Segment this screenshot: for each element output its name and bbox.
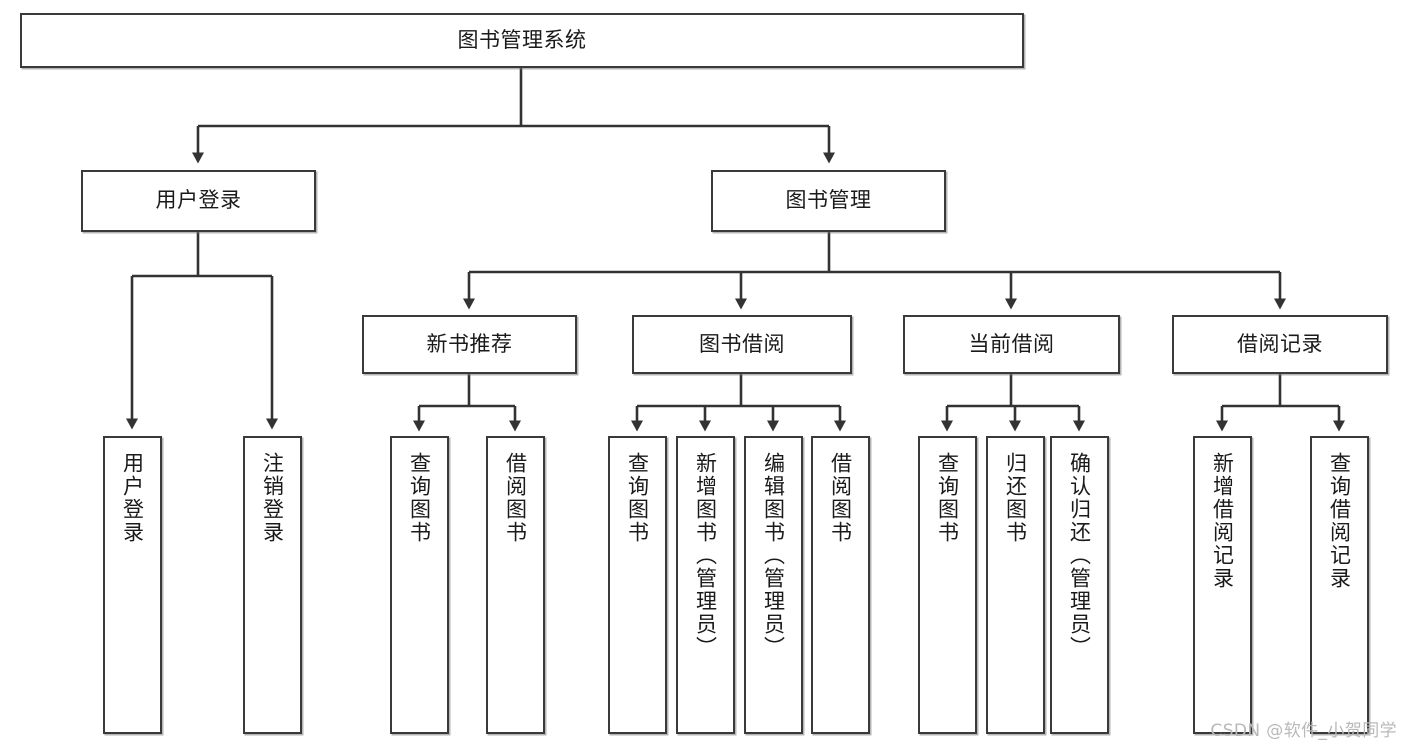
node-new-book-recommend-label: 新书推荐 xyxy=(426,331,513,356)
node-new-book-recommend[interactable]: 新书推荐 xyxy=(362,315,577,374)
node-book-manage[interactable]: 图书管理 xyxy=(711,170,946,232)
node-leaf-borrow-book-2[interactable]: 借阅图书 xyxy=(811,436,870,734)
node-book-borrow-label: 图书借阅 xyxy=(699,331,785,356)
node-book-borrow[interactable]: 图书借阅 xyxy=(632,315,852,374)
node-leaf-add-record-label: 新增借阅记录 xyxy=(1210,452,1235,590)
node-leaf-edit-book[interactable]: 编辑图书（管理员） xyxy=(744,436,803,734)
node-leaf-add-book-label: 新增图书（管理员） xyxy=(693,452,718,659)
node-leaf-borrow-book-2-label: 借阅图书 xyxy=(828,452,853,544)
node-user-login-label: 用户登录 xyxy=(155,188,242,213)
node-leaf-confirm-return-label: 确认归还（管理员） xyxy=(1067,452,1092,659)
node-leaf-add-record[interactable]: 新增借阅记录 xyxy=(1193,436,1252,734)
node-root-label: 图书管理系统 xyxy=(457,27,587,52)
node-leaf-user-login[interactable]: 用户登录 xyxy=(103,436,162,734)
node-leaf-query-book-3-label: 查询图书 xyxy=(935,452,960,544)
node-book-manage-label: 图书管理 xyxy=(785,188,872,213)
node-leaf-return-book-label: 归还图书 xyxy=(1003,452,1028,544)
node-leaf-add-book[interactable]: 新增图书（管理员） xyxy=(676,436,735,734)
node-leaf-query-book-1[interactable]: 查询图书 xyxy=(390,436,449,734)
node-leaf-query-book-1-label: 查询图书 xyxy=(407,452,432,544)
connector-lines xyxy=(126,68,1345,432)
node-leaf-query-record-label: 查询借阅记录 xyxy=(1327,452,1352,590)
node-leaf-query-book-3[interactable]: 查询图书 xyxy=(918,436,977,734)
node-user-login[interactable]: 用户登录 xyxy=(81,170,316,232)
node-leaf-confirm-return[interactable]: 确认归还（管理员） xyxy=(1050,436,1109,734)
node-leaf-user-login-label: 用户登录 xyxy=(120,452,145,544)
csdn-watermark: CSDN @软件_小贺同学 xyxy=(1210,721,1397,741)
node-leaf-edit-book-label: 编辑图书（管理员） xyxy=(761,452,786,659)
node-root[interactable]: 图书管理系统 xyxy=(20,13,1024,68)
node-leaf-borrow-book-1-label: 借阅图书 xyxy=(503,452,528,544)
node-borrow-record[interactable]: 借阅记录 xyxy=(1172,315,1388,374)
node-leaf-user-logout-label: 注销登录 xyxy=(260,452,285,544)
node-current-borrow[interactable]: 当前借阅 xyxy=(903,315,1120,374)
node-leaf-borrow-book-1[interactable]: 借阅图书 xyxy=(486,436,545,734)
node-leaf-query-book-2-label: 查询图书 xyxy=(625,452,650,544)
node-leaf-user-logout[interactable]: 注销登录 xyxy=(243,436,302,734)
node-leaf-query-book-2[interactable]: 查询图书 xyxy=(608,436,667,734)
node-leaf-query-record[interactable]: 查询借阅记录 xyxy=(1310,436,1369,734)
node-current-borrow-label: 当前借阅 xyxy=(968,331,1055,356)
node-leaf-return-book[interactable]: 归还图书 xyxy=(986,436,1045,734)
node-borrow-record-label: 借阅记录 xyxy=(1237,331,1323,356)
